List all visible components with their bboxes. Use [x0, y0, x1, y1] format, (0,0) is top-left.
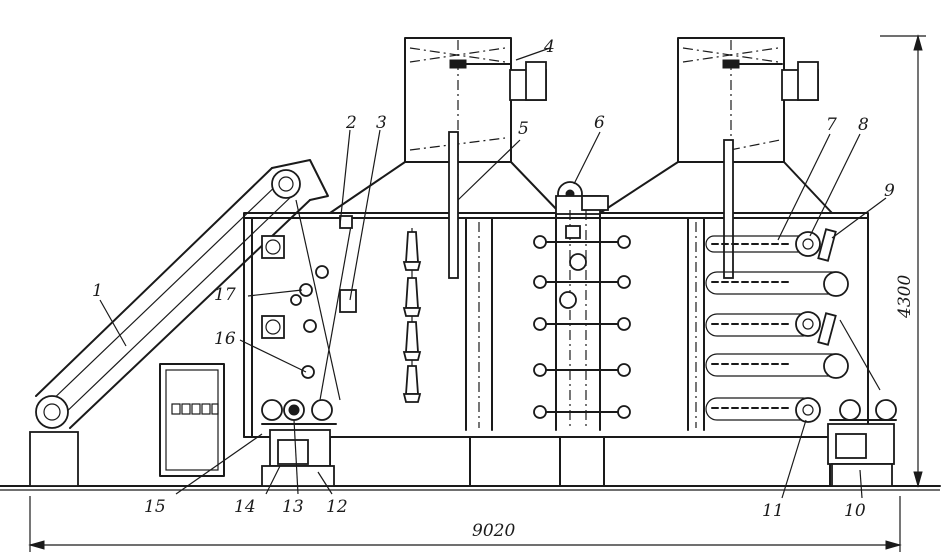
conveyor-base	[29, 431, 79, 487]
label-13: 13	[282, 497, 304, 517]
left-fan-housing	[329, 37, 561, 279]
belt-row	[705, 397, 821, 423]
label-6: 6	[594, 113, 605, 133]
air-duct	[448, 131, 459, 279]
label-11: 11	[762, 501, 784, 521]
label-3: 3	[376, 113, 387, 133]
label-12: 12	[326, 497, 348, 517]
label-14: 14	[234, 497, 256, 517]
label-10: 10	[844, 501, 866, 521]
output-unloader	[827, 399, 897, 487]
component-labels: 1 2 3 4 5 6 7 8 9 10 11 12 13 14 15 16 1…	[92, 37, 895, 521]
left-chamber-clamps	[402, 228, 422, 403]
leader-lines	[99, 47, 887, 499]
width-dimension: 9020	[28, 496, 902, 552]
conveyor-top-pulley	[271, 169, 301, 199]
ladder-rung	[533, 317, 631, 331]
right-fan-housing	[599, 37, 833, 279]
belt-row	[705, 271, 849, 297]
height-dimension: 4300	[880, 34, 926, 488]
label-8: 8	[858, 115, 869, 135]
label-5: 5	[518, 119, 529, 139]
label-15: 15	[144, 497, 166, 517]
ladder-rung	[533, 363, 631, 377]
belt-row	[705, 353, 849, 379]
conveyor-bottom-pulley	[35, 395, 69, 429]
control-cabinet	[159, 363, 225, 477]
ladder-rung	[533, 275, 631, 289]
input-section	[261, 199, 357, 487]
right-chamber-belts	[705, 228, 881, 423]
width-dimension-text: 9020	[472, 521, 515, 541]
label-7: 7	[826, 115, 837, 135]
belt-row	[705, 231, 821, 257]
height-dimension-text: 4300	[895, 275, 915, 319]
belt-guide	[817, 228, 837, 262]
feed-conveyor	[29, 159, 329, 487]
label-9: 9	[884, 181, 895, 201]
ladder-rung	[533, 235, 631, 249]
label-17: 17	[214, 285, 236, 305]
label-1: 1	[92, 281, 103, 301]
middle-chamber-ladder	[533, 210, 631, 431]
label-2: 2	[345, 113, 357, 133]
label-4: 4	[543, 37, 555, 57]
label-16: 16	[214, 329, 236, 349]
central-drive	[555, 181, 609, 215]
belt-row	[705, 311, 821, 337]
ladder-rung	[533, 405, 631, 419]
